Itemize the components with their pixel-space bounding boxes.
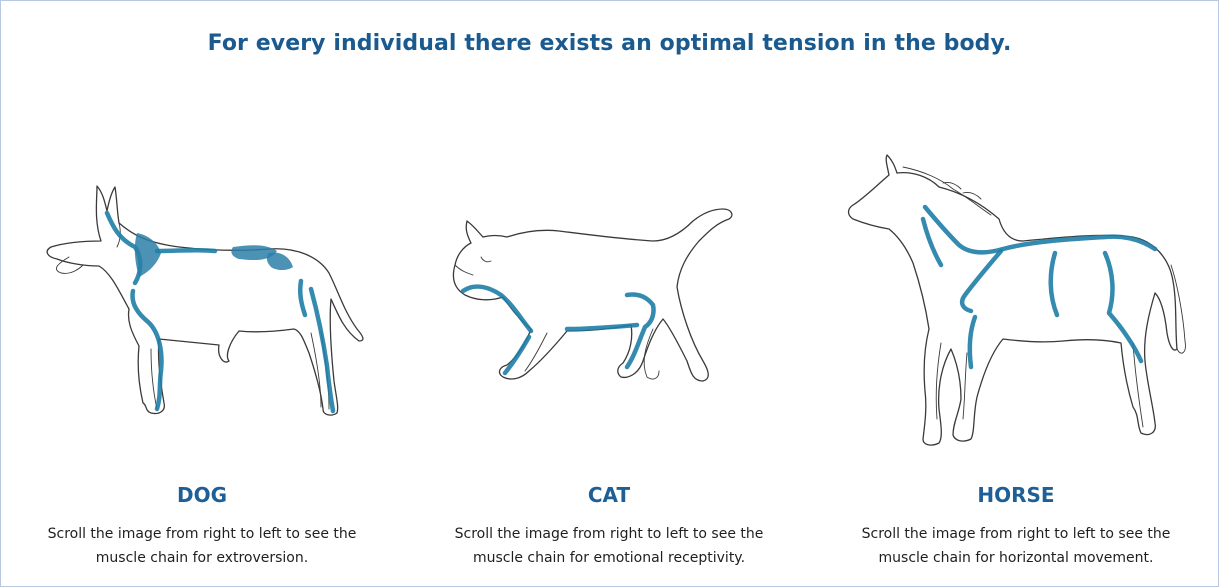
- horse-description-line-1: Scroll the image from right to left to s…: [835, 522, 1197, 546]
- horse-illustration-svg: [843, 153, 1191, 453]
- cat-title: CAT: [509, 483, 709, 507]
- horse-illustration[interactable]: [843, 153, 1191, 453]
- cat-description: Scroll the image from right to left to s…: [428, 522, 790, 570]
- horse-title: HORSE: [916, 483, 1116, 507]
- dog-description-line-2: muscle chain for extroversion.: [21, 546, 383, 570]
- cat-illustration[interactable]: [441, 201, 776, 391]
- cat-illustration-svg: [441, 201, 776, 391]
- cat-description-line-1: Scroll the image from right to left to s…: [428, 522, 790, 546]
- horse-description: Scroll the image from right to left to s…: [835, 522, 1197, 570]
- dog-title: DOG: [102, 483, 302, 507]
- dog-illustration-svg: [39, 181, 369, 426]
- dog-description: Scroll the image from right to left to s…: [21, 522, 383, 570]
- dog-illustration[interactable]: [39, 181, 369, 426]
- dog-description-line-1: Scroll the image from right to left to s…: [21, 522, 383, 546]
- page-heading: For every individual there exists an opt…: [1, 31, 1218, 56]
- cat-description-line-2: muscle chain for emotional receptivity.: [428, 546, 790, 570]
- horse-description-line-2: muscle chain for horizontal movement.: [835, 546, 1197, 570]
